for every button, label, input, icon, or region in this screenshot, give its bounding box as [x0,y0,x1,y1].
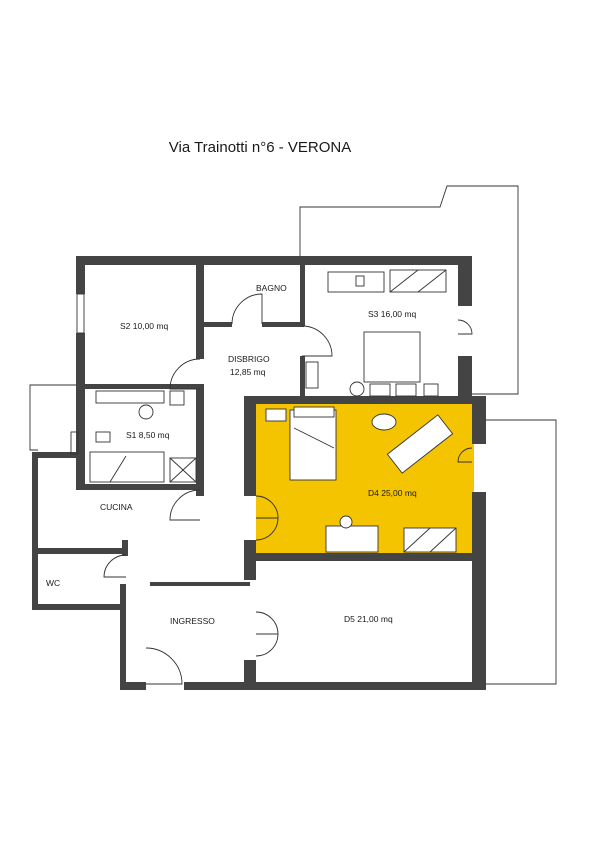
label-ingresso: INGRESSO [170,616,215,626]
label-s3: S3 16,00 mq [368,309,416,319]
label-d4: D4 25,00 mq [368,488,417,498]
doors [103,293,473,685]
label-d5: D5 21,00 mq [344,614,393,624]
furniture-s2 [95,390,185,420]
furniture-d4 [265,406,457,553]
terrace-west [29,384,79,451]
furniture-s1 [89,431,197,483]
plan-title: Via Trainotti n°6 - VERONA [168,139,352,156]
label-bagno: BAGNO [256,283,287,293]
label-disbrigo-area: 12,85 mq [230,367,266,377]
furniture-s3 [305,269,447,397]
terrace-east [485,419,557,685]
label-cucina: CUCINA [100,502,133,512]
walls [32,256,486,690]
label-s2: S2 10,00 mq [120,321,168,331]
terrace-north [299,185,519,395]
label-s1: S1 8,50 mq [126,430,170,440]
label-disbrigo: DISBRIGO [228,354,270,364]
label-wc: WC [46,578,60,588]
